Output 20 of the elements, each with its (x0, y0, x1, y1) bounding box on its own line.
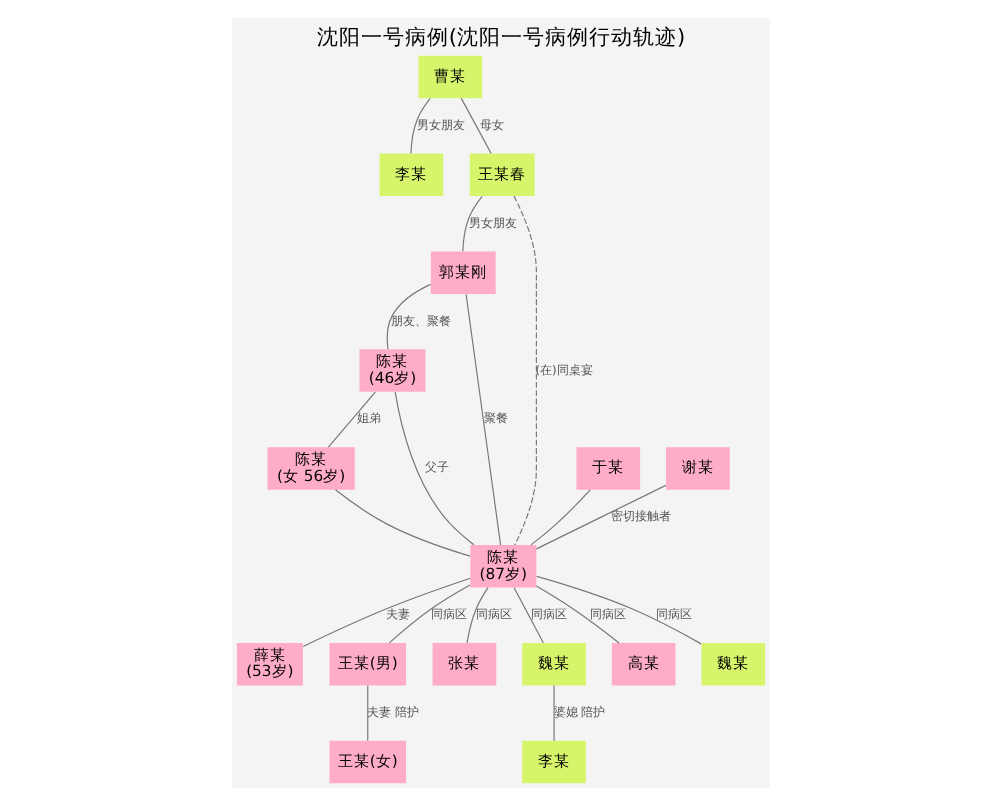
connector (385, 282, 431, 349)
connector (301, 576, 470, 647)
connector (534, 483, 666, 549)
connector (409, 96, 430, 153)
connector (333, 488, 470, 556)
connector (459, 96, 491, 153)
connector (387, 583, 470, 643)
connector (534, 584, 619, 643)
connector (326, 390, 375, 447)
connector (552, 684, 554, 741)
connector (464, 292, 501, 545)
connector (366, 684, 368, 741)
connector (461, 194, 482, 251)
connector (512, 194, 536, 545)
connector (535, 574, 701, 644)
connector (529, 488, 590, 545)
connector (512, 586, 543, 643)
diagram-title: 沈阳一号病例(沈阳一号病例行动轨迹) (315, 23, 685, 50)
connector (465, 586, 488, 643)
connector (393, 390, 474, 545)
